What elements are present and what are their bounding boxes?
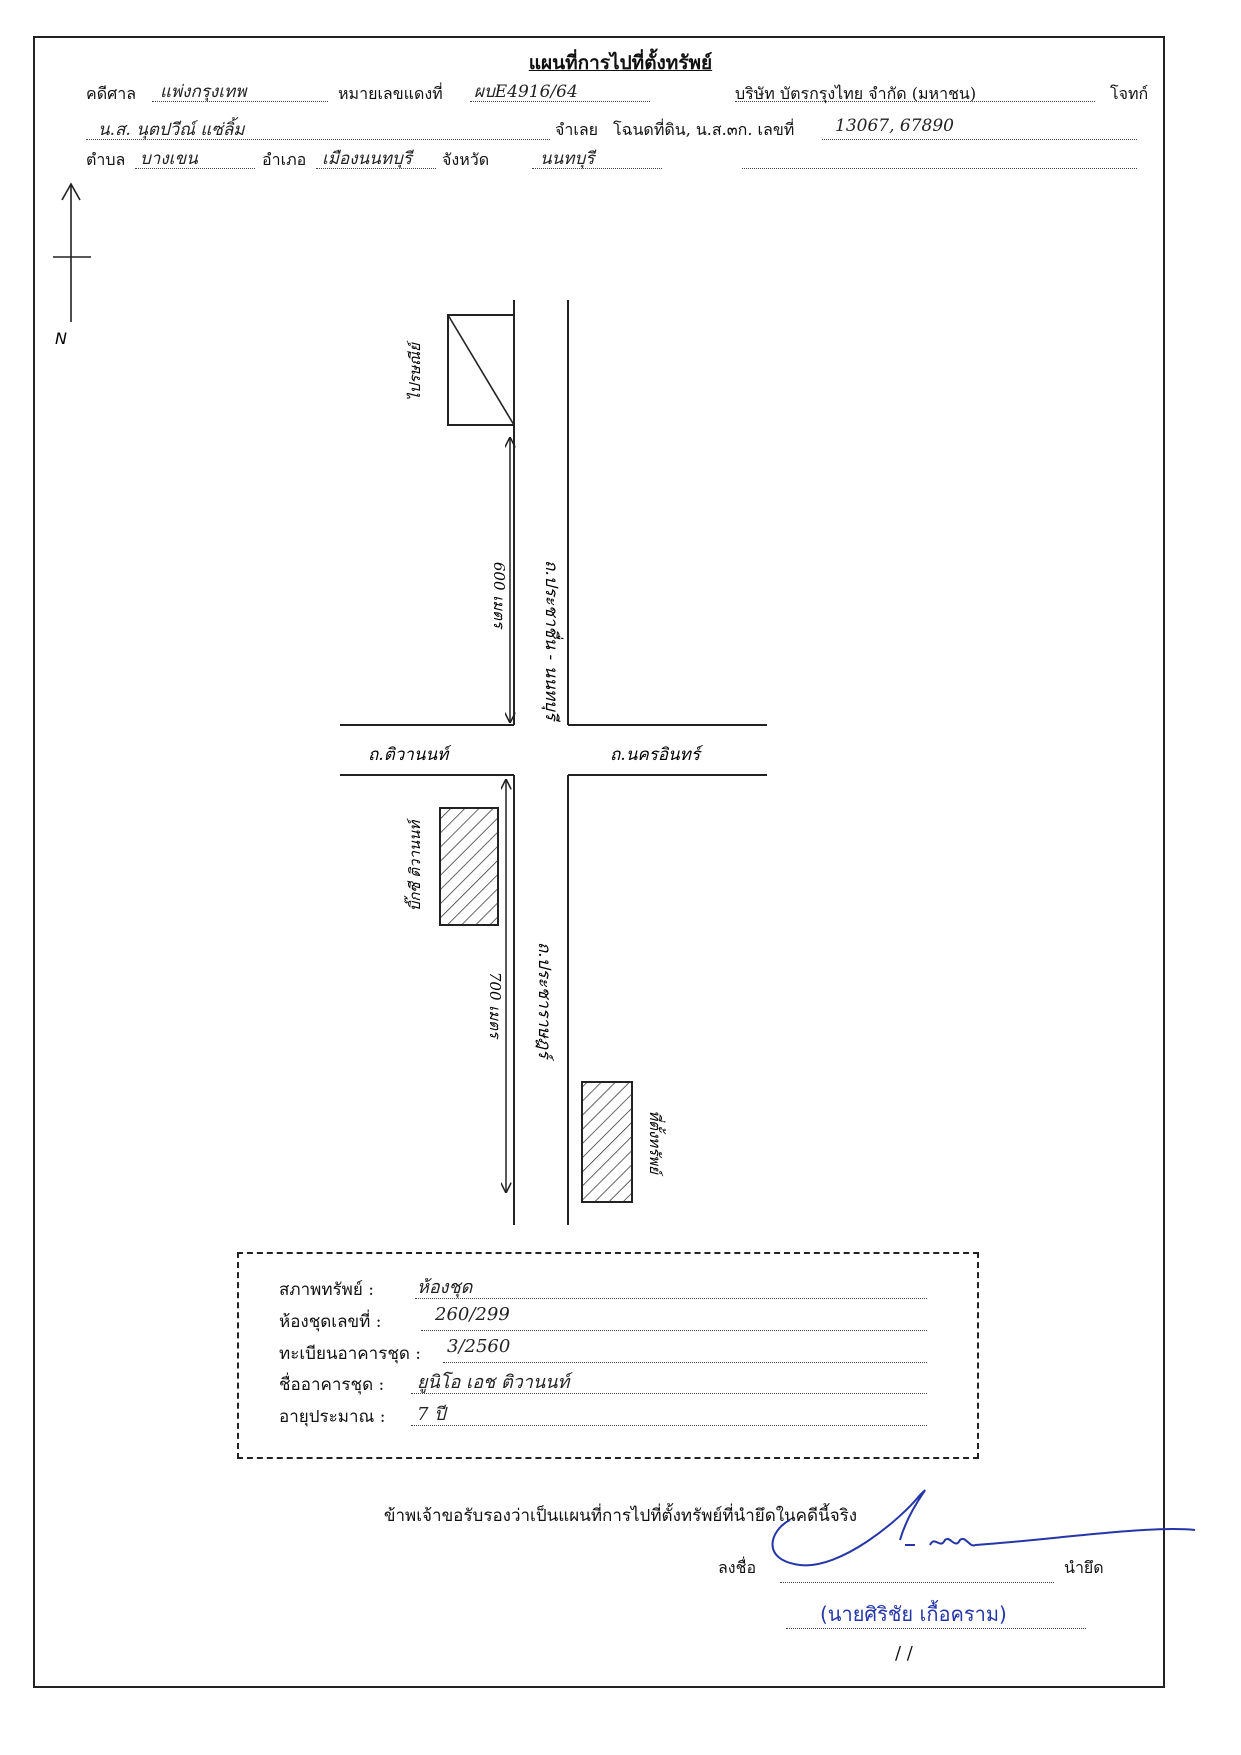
court-label: คดีศาล [86, 84, 137, 103]
province-line [532, 168, 662, 169]
subdistrict-label: ตำบล [86, 150, 126, 169]
deed-value: 13067, 67890 [835, 116, 954, 136]
south-road-label: ถ.ประชาราษฎร์ [534, 942, 554, 1062]
building-name-label: ชื่ออาคารชุด : [279, 1375, 385, 1395]
sign-label: ลงชื่อ [718, 1558, 757, 1577]
age-label: อายุประมาณ : [279, 1407, 386, 1427]
case-number-label: หมายเลขแดงที่ [338, 84, 443, 103]
landmark-target-label: ที่ตั้งทรัพย์ [646, 1110, 666, 1177]
plaintiff-label: โจทก์ [1110, 84, 1149, 103]
target-property-marker [581, 1081, 633, 1203]
role-label: นำยึด [1064, 1558, 1104, 1577]
district-label: อำเภอ [262, 150, 307, 169]
condition-value: ห้องชุด [417, 1277, 473, 1298]
court-line [152, 101, 328, 102]
registration-value: 3/2560 [447, 1336, 511, 1357]
north-arrow-icon [53, 182, 91, 322]
post-office-marker [447, 314, 515, 426]
registration-label: ทะเบียนอาคารชุด : [279, 1344, 422, 1364]
page-frame [33, 36, 1165, 1688]
landmark-bigc-label: บิ๊กซี ติวานนท์ [404, 818, 424, 912]
signature-line [780, 1582, 1054, 1583]
certification-statement: ข้าพเจ้าขอรับรองว่าเป็นแผนที่การไปที่ตั้… [383, 1506, 858, 1526]
case-number-line [470, 101, 650, 102]
case-number-value: ผบE4916/64 [474, 82, 578, 102]
subdistrict-value: บางเขน [140, 149, 198, 169]
east-road-label: ถ.นครอินทร์ [610, 745, 704, 765]
defendant-value: น.ส. นุตปวีณ์ แซ่ลิ้ม [98, 120, 245, 140]
building-name-value: ยูนิโอ เอช ติวานนท์ [417, 1372, 570, 1393]
document-title: แผนที่การไปที่ตั้งทรัพย์ [528, 52, 713, 74]
defendant-label: จำเลย [555, 120, 599, 139]
court-value: แพ่งกรุงเทพ [160, 82, 247, 102]
unit-value: 260/299 [435, 1304, 510, 1325]
district-value: เมืองนนทบุรี [322, 149, 412, 169]
distance-north-label: 600 เมตร [490, 562, 508, 630]
date-placeholder: / / [895, 1643, 913, 1664]
bigc-marker [439, 807, 499, 926]
north-label: N [55, 329, 67, 348]
distance-south-label: 700 เมตร [486, 972, 504, 1040]
deed-line [822, 139, 1137, 140]
signer-name: (นายศิริชัย เกื้อคราม) [820, 1602, 1007, 1626]
blank-line [742, 168, 1137, 169]
subdistrict-line [135, 168, 255, 169]
unit-label: ห้องชุดเลขที่ : [279, 1312, 382, 1332]
district-line [316, 168, 436, 169]
plaintiff-name: บริษัท บัตรกรุงไทย จำกัด (มหาชน) [735, 84, 977, 103]
condition-label: สภาพทรัพย์ : [279, 1280, 374, 1300]
property-details-box: สภาพทรัพย์ : ห้องชุด ห้องชุดเลขที่ : 260… [237, 1252, 979, 1459]
west-road-label: ถ.ติวานนท์ [368, 745, 452, 765]
age-value: 7 ปี [417, 1404, 446, 1425]
plaintiff-line [735, 101, 1095, 102]
province-label: จังหวัด [442, 150, 490, 169]
deed-label: โฉนดที่ดิน, น.ส.๓ก. เลขที่ [613, 120, 795, 139]
north-road-label: ถ.ประชาชื่น - นนทบุรี [541, 560, 564, 723]
province-value: นนทบุรี [540, 149, 595, 169]
signer-name-line [786, 1628, 1086, 1629]
landmark-post-office-label: ไปรษณีย์ [406, 340, 424, 401]
defendant-line [86, 139, 550, 140]
